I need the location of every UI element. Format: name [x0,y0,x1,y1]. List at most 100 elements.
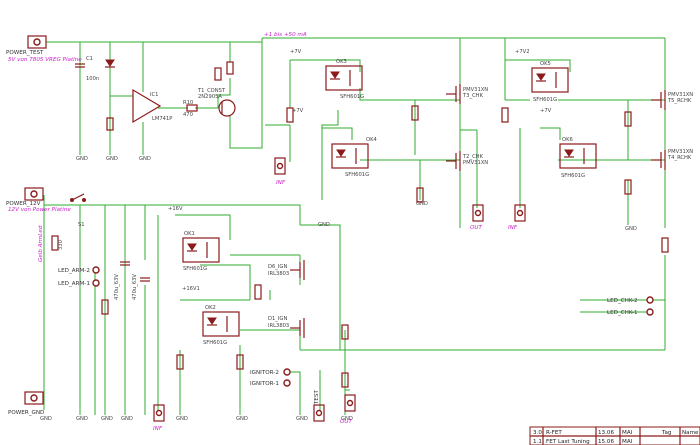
inf-pad-mid [274,157,286,175]
t5-label: T5_RCHK [667,98,692,104]
ground-labels: GND GND GND GND GND GND GND GND GND GND … [40,49,637,422]
gnd-label: GND [625,226,637,232]
ignitor2-label: IGNITOR-2 [250,370,279,376]
ok4-optocoupler [331,143,369,169]
power-test-label: POWER_TEST [6,50,44,56]
v16-label: +16V1 [182,286,200,292]
passives: 330 470u_63V 470u_63V S1 [51,105,669,388]
led-arm2-pad [92,266,100,274]
d1-label: D1_IGN [268,316,287,322]
tb-name-0: R-FET [546,430,562,436]
gnd-label: GND [139,156,151,162]
t2-label: T2_CHK [462,154,484,160]
tb-rev-0: 3.0 [533,430,542,436]
gnd-label: GND [121,416,133,422]
ok1-optocoupler [182,237,220,263]
out-label: OUT [340,419,352,425]
ok5-value: SFH601G [533,97,557,103]
d6-label: D6_IGN [268,264,287,270]
led-chk1-pad [646,308,654,316]
gnd-label: GND [101,416,113,422]
ok4-value: SFH601G [345,172,369,178]
led-arm2-label: LED_ARM-2 [58,268,90,274]
c470b-value: 470u_63V [132,274,138,300]
test-label: TEST [314,389,320,405]
v7-label: +7V [540,108,552,114]
r330-value: 330 [58,240,64,250]
c470a-value: 470u_63V [114,274,120,300]
power-test-connector [27,35,47,49]
notes: 5V von 7805 VREG Platine 12V von Power P… [8,32,307,262]
ok3-label: OK3 [336,59,347,65]
note-current: +1 bis +50 mA [264,32,307,38]
led-arm1-label: LED_ARM-1 [58,281,90,287]
ignitor2-pad [283,368,291,376]
inf-pad-right [514,204,526,222]
t4-value: PMV31XN [668,149,693,155]
tb-by-1: MAI [622,439,633,445]
ok3-optocoupler [325,65,363,91]
ic1-label: IC1 [150,92,158,98]
ic1-value: LM741P [152,116,172,122]
ok6-value: SFH601G [561,173,585,179]
ok1-label: OK1 [184,231,195,237]
ok6-label: OK6 [562,137,573,143]
ok5-optocoupler [531,67,569,93]
t4-label: T4_RCHK [667,155,692,161]
r10-label: R10 [183,100,193,106]
inf-label: INF [508,225,518,231]
power-gnd-connector [24,391,44,405]
d6-value: IRL3803 [268,271,289,277]
gnd-label: GND [106,156,118,162]
ok2-label: OK2 [205,305,216,311]
gnd-label: GND [318,222,330,228]
optocouplers: OK3 SFH601G OK4 SFH601G OK5 SFH601G OK6 … [182,59,597,346]
gnd-label: GND [341,416,353,422]
t3-value: PMV31XN [463,87,488,93]
tb-rev-1: 1.1 [533,439,542,445]
c1-label: C1 [86,56,93,62]
ok1-value: SFH601G [183,266,207,272]
ic1-opamp [132,88,162,124]
power-gnd-label: POWER_GND [8,410,44,416]
t1-label: T1_CONST [197,88,226,94]
v7-label: +7V2 [515,49,530,55]
v7-label: +7V [292,108,304,114]
ok4-label: OK4 [366,137,377,143]
gnd-label: GND [176,416,188,422]
gnd-label: GND [40,416,52,422]
t2-value: PMV31XN [463,160,488,166]
tb-date-0: 13.06 [598,430,614,436]
power-12v-connector [24,187,44,201]
tb-by-0: MAI [622,430,633,436]
inf-label: INF [153,426,163,432]
v16-label: +16V [168,206,183,212]
gnd-label: GND [76,156,88,162]
gnd-label: GND [236,416,248,422]
t5-value: PMV31XN [668,92,693,98]
t1-value: 2N2905A [198,94,222,100]
note-power12: 12V von Power Platine [8,207,71,213]
ignitor1-pad [283,379,291,387]
ok5-label: OK5 [540,61,551,67]
t1-transistor [218,99,236,117]
d1-value: IRL3803 [268,323,289,329]
tb-name-header: Name [682,430,699,436]
note-vreg: 5V von 7805 VREG Platine [8,57,82,63]
led-chk2-label: LED_CHK-2 [607,298,638,304]
ok2-value: SFH601G [203,340,227,346]
out-label: OUT [470,225,482,231]
tb-date-1: 15.06 [598,439,614,445]
led-chk2-pad [646,296,654,304]
ok3-value: SFH601G [340,94,364,100]
regulator-section: C1 100n IC1 LM741P R10 470 T1_CONST 2N29… [75,56,236,131]
note-led-lane: Gelb ArmLed [38,225,44,262]
title-block: 3.0 R-FET 13.06 MAI 1.1 FET Last Tuning … [529,426,700,445]
inf-label: INF [276,180,286,186]
v7-label: +7V [290,49,302,55]
gnd-label: GND [76,416,88,422]
power-12v-label: POWER_12V [6,201,41,207]
out-pad-mid [472,204,484,222]
led-chk1-label: LED_CHK-1 [607,310,638,316]
